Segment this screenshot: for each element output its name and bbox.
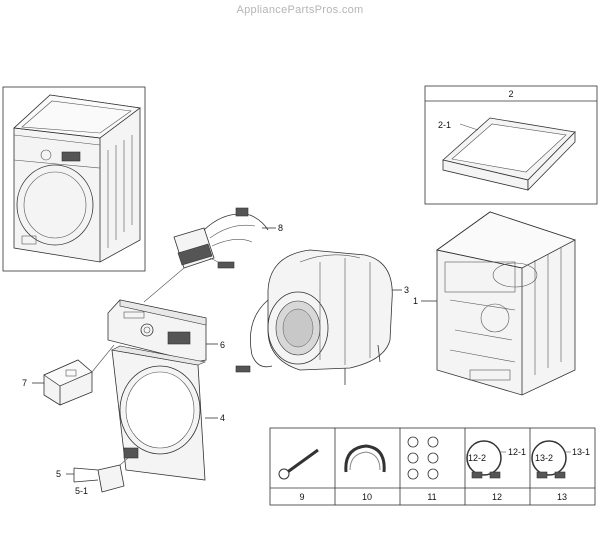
leg-caps-icon xyxy=(407,436,439,480)
table-header-11: 11 xyxy=(427,492,436,502)
callout-12-2: 12-2 xyxy=(468,453,486,463)
callout-13-1: 13-1 xyxy=(572,447,590,457)
callout-2-1: 2-1 xyxy=(438,120,451,130)
detergent-drawer-part xyxy=(43,359,93,406)
table-header-10: 10 xyxy=(362,492,372,502)
tub-assembly-part xyxy=(235,249,393,385)
callout-1: 1 xyxy=(413,296,418,306)
hose-guide-icon xyxy=(344,444,386,473)
table-header-9: 9 xyxy=(299,492,304,502)
wiring-harness-part xyxy=(173,207,269,269)
cabinet-frame-part xyxy=(436,211,577,396)
callout-2: 2 xyxy=(508,89,513,99)
callout-8: 8 xyxy=(278,223,283,233)
callout-5: 5 xyxy=(56,469,61,479)
top-panel-inset xyxy=(424,85,598,205)
callout-7: 7 xyxy=(22,378,27,388)
filter-cover-part xyxy=(97,457,129,493)
callout-6: 6 xyxy=(220,340,225,350)
control-panel-part xyxy=(107,299,207,363)
accessories-table: 9 10 11 12 13 12-1 12-2 13-1 13-2 xyxy=(269,427,596,506)
wrench-icon xyxy=(278,448,319,480)
front-panel-part xyxy=(111,345,207,481)
callout-12-1: 12-1 xyxy=(508,447,526,457)
inlet-hose-icon xyxy=(466,440,506,479)
watermark: AppliancePartsPros.com xyxy=(236,4,364,16)
callout-4: 4 xyxy=(220,413,225,423)
callout-13-2: 13-2 xyxy=(535,453,553,463)
table-header-12: 12 xyxy=(492,492,502,502)
table-header-13: 13 xyxy=(557,492,567,502)
callout-5-1: 5-1 xyxy=(75,486,88,496)
washer-overview-inset xyxy=(2,86,146,272)
callout-3: 3 xyxy=(404,285,409,295)
inlet-hose-icon xyxy=(531,440,571,479)
